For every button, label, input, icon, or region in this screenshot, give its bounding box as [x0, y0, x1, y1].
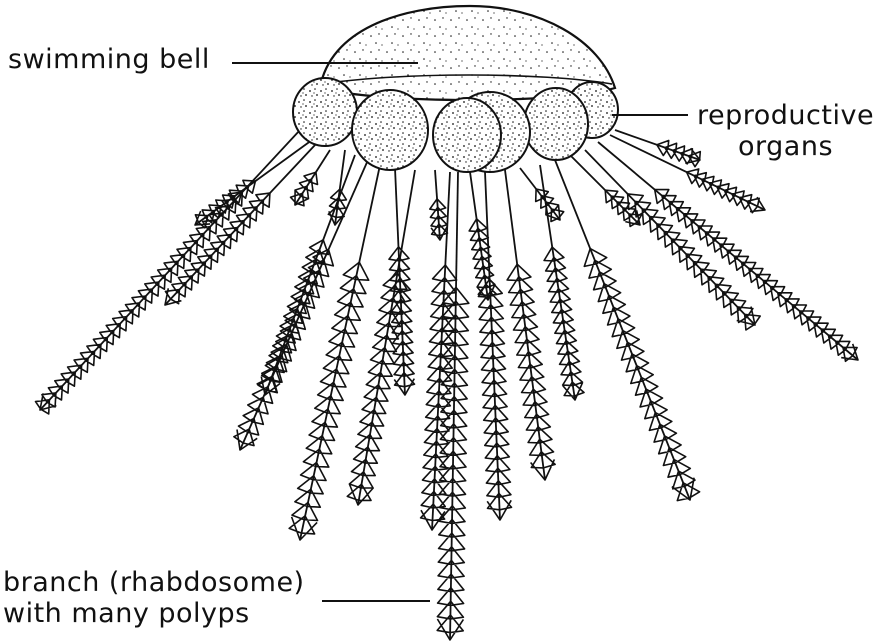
rhabdosome-branch	[570, 155, 641, 226]
swimming-bell-shape	[320, 6, 615, 100]
rhabdosome-branch	[469, 172, 496, 300]
rhabdosome-branch	[165, 145, 315, 305]
rhabdosome-branch	[347, 170, 415, 505]
reproductive-organs-label: reproductive organs	[697, 100, 874, 162]
rhabdosome-branch	[291, 150, 331, 206]
branch-label: branch (rhabdosome) with many polyps	[3, 567, 305, 629]
rhabdosome-branch	[540, 165, 584, 400]
reproductive-organs-label-line1: reproductive	[697, 100, 874, 131]
branch-label-line1: branch (rhabdosome)	[3, 567, 305, 598]
swimming-bell-label: swimming bell	[8, 44, 210, 75]
rhabdosome-branch	[36, 130, 301, 414]
rhabdosome-branch	[598, 142, 858, 361]
branch-label-line2: with many polyps	[3, 598, 305, 629]
rhabdosome-branch	[430, 170, 448, 240]
reproductive-organs-label-line2: organs	[697, 131, 874, 162]
rhabdosome-branch	[615, 130, 700, 167]
rhabdosome-branches	[36, 130, 859, 640]
